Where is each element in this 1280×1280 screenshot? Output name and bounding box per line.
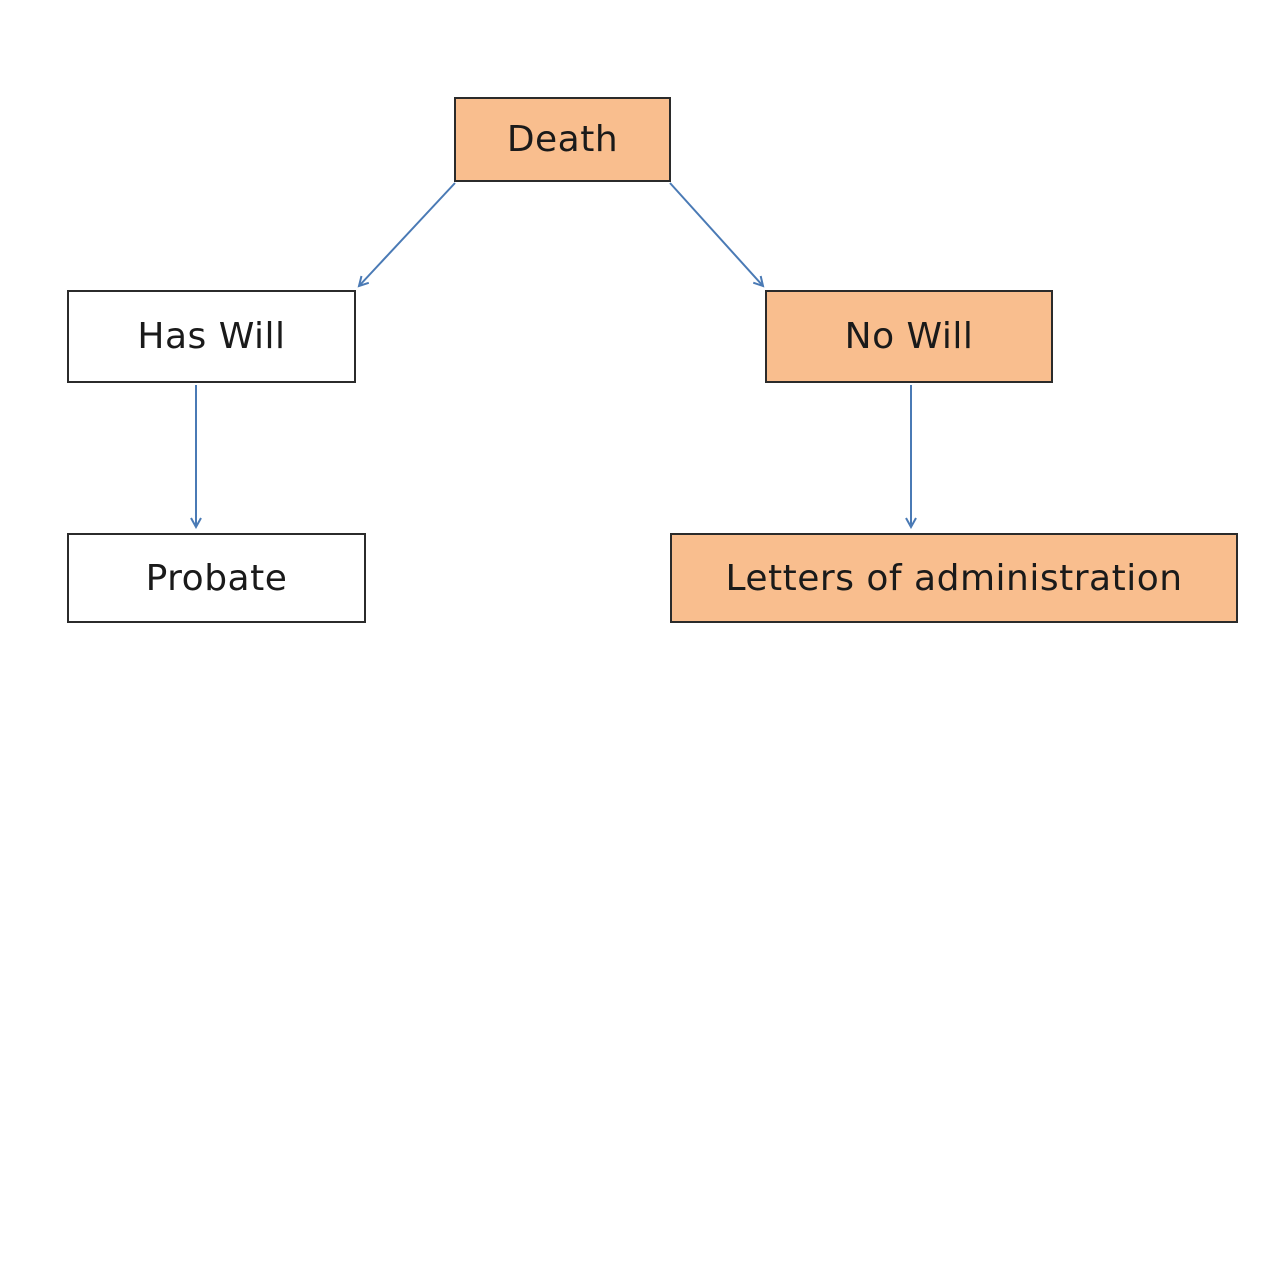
- node-letters-of-administration: Letters of administration: [670, 533, 1238, 623]
- edge-death-to-no-will: [669, 182, 763, 286]
- node-probate-label: Probate: [145, 557, 288, 599]
- node-death-label: Death: [506, 119, 619, 160]
- node-has-will: Has Will: [67, 290, 356, 383]
- node-no-will-label: No Will: [844, 316, 974, 357]
- node-letters-label: Letters of administration: [725, 557, 1183, 599]
- node-no-will: No Will: [765, 290, 1053, 383]
- edge-death-to-has-will: [359, 182, 456, 286]
- node-death: Death: [454, 97, 671, 182]
- node-has-will-label: Has Will: [137, 316, 286, 357]
- node-probate: Probate: [67, 533, 366, 623]
